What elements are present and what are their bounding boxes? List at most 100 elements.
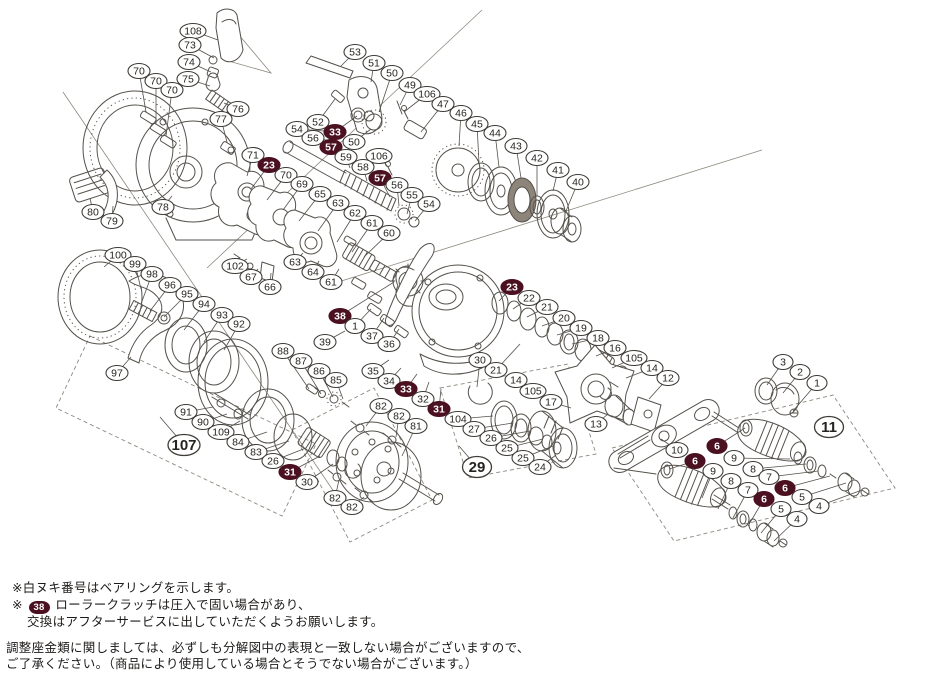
callout-9: 9 [723, 449, 791, 467]
part-number: 1 [352, 321, 358, 333]
part-number: 70 [280, 170, 292, 182]
callout-85: 85 [324, 371, 348, 400]
callout-23: 23 [250, 156, 281, 190]
callout-41: 41 [546, 161, 570, 192]
bearing-38-badge: 38 [28, 601, 50, 614]
bearing-badge [753, 490, 775, 508]
part-badge [720, 472, 742, 490]
part-badge [144, 72, 168, 90]
callout-20: 20 [541, 309, 576, 327]
part-badge [495, 439, 519, 457]
part-number: 82 [375, 401, 387, 413]
part-badge [244, 443, 268, 461]
part-number: 43 [510, 141, 522, 153]
callout-105: 105 [519, 382, 557, 405]
callout-109: 109 [207, 420, 241, 441]
part-number: 36 [383, 339, 395, 351]
note-shim-para2: ご了承ください。（商品により使用している場合とそうでない場合がございます。） [6, 657, 478, 671]
callout-91: 91 [174, 403, 214, 421]
part-badge [504, 137, 528, 155]
callout-63: 63 [317, 194, 350, 232]
part-badge [449, 104, 473, 122]
part-number: 59 [340, 152, 352, 164]
part-badge [377, 335, 401, 353]
part-number: 29 [469, 459, 486, 476]
part-number: 70 [166, 85, 178, 97]
part-badge [387, 407, 411, 425]
part-number: 102 [226, 261, 244, 273]
part-number: 63 [289, 257, 301, 269]
assembly-badge [461, 455, 493, 479]
part-badge [770, 500, 792, 518]
callout-52: 52 [306, 98, 336, 131]
part-badge [517, 289, 541, 307]
callout-64: 64 [301, 260, 325, 281]
part-number: 5 [799, 492, 805, 504]
part-number: 57 [325, 142, 337, 154]
part-badge [546, 161, 570, 179]
part-number: 38 [334, 311, 346, 323]
callout-78: 78 [151, 195, 175, 216]
callout-46: 46 [449, 104, 473, 147]
callout-27: 27 [462, 420, 514, 438]
callout-55: 55 [400, 186, 424, 215]
callout-25: 25 [511, 445, 554, 467]
part-badge [479, 429, 503, 447]
part-badge [400, 186, 424, 204]
part-number: 71 [247, 150, 259, 162]
part-number: 64 [307, 267, 319, 279]
part-number: 76 [232, 104, 244, 116]
part-badge [791, 488, 813, 506]
part-badge [290, 175, 314, 193]
callout-43: 43 [504, 137, 528, 179]
note-aftersales: 交換はアフターサービスに出していただくようお願いします。 [27, 615, 384, 629]
bearing-badge [706, 437, 728, 455]
callout-10: 10 [660, 438, 689, 459]
callout-7: 7 [732, 481, 759, 519]
part-number: 49 [404, 80, 416, 92]
part-number: 25 [501, 443, 513, 455]
callout-105: 105 [611, 349, 648, 369]
part-number: 97 [111, 368, 123, 380]
callout-82: 82 [365, 397, 393, 427]
part-number: 73 [184, 40, 196, 52]
part-number: 22 [523, 293, 535, 305]
part-badge [569, 319, 593, 337]
callout-31: 31 [427, 388, 451, 418]
callout-26: 26 [261, 447, 307, 470]
callout-57: 57 [368, 169, 392, 198]
part-badge [175, 285, 199, 303]
part-badge [283, 253, 307, 271]
callout-4: 4 [808, 489, 863, 515]
part-badge [398, 76, 422, 94]
part-badge [258, 278, 282, 296]
part-badge [127, 62, 151, 80]
part-badge [737, 481, 759, 499]
callout-11: 11 [813, 415, 845, 439]
callout-50: 50 [378, 64, 404, 113]
part-number: 56 [391, 180, 403, 192]
bearing-badge [278, 463, 302, 481]
part-number: 104 [449, 414, 467, 426]
part-number: 9 [710, 466, 716, 478]
callout-90: 90 [191, 413, 228, 431]
part-badge [207, 423, 235, 441]
part-badge [241, 146, 265, 164]
callout-69: 69 [282, 175, 314, 211]
part-badge [285, 120, 309, 138]
callout-50: 50 [342, 128, 372, 151]
part-number: 53 [349, 47, 361, 59]
callout-40: 40 [565, 173, 590, 212]
part-number: 58 [357, 162, 369, 174]
part-number: 10 [671, 445, 683, 457]
part-badge [174, 403, 198, 421]
handle-knob-part [737, 418, 807, 462]
part-number: 79 [106, 216, 118, 228]
part-number: 86 [313, 366, 325, 378]
part-badge [603, 339, 627, 357]
part-badge [723, 449, 745, 467]
callout-62: 62 [336, 204, 367, 243]
body-group [366, 264, 505, 375]
part-number: 105 [625, 353, 643, 365]
